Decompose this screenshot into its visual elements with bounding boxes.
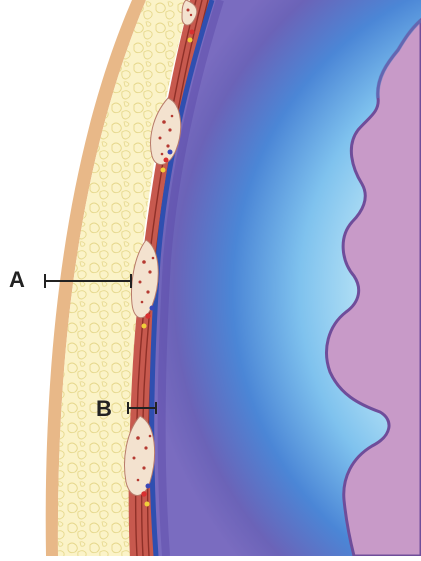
label-a: A (9, 269, 25, 291)
label-b: B (96, 398, 112, 420)
